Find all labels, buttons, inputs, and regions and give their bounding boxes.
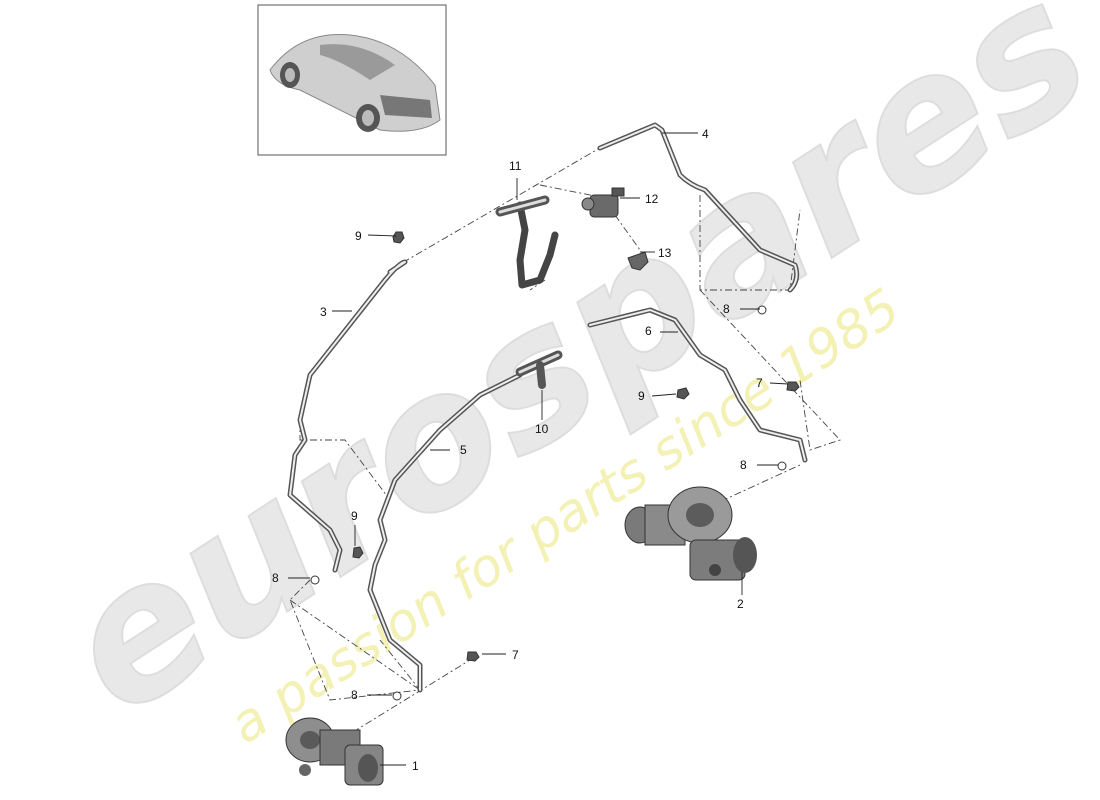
- bolt-9-mid: [676, 387, 690, 400]
- callout-13: 13: [658, 246, 672, 260]
- callout-5: 5: [460, 443, 467, 457]
- car-thumbnail-icon: [269, 33, 441, 132]
- watermark: eurospares a passion for parts since 198…: [25, 0, 1100, 758]
- clip-8-c: [310, 575, 320, 585]
- callout-1: 1: [412, 759, 419, 773]
- bolt-7-right: [786, 381, 800, 392]
- callout-3: 3: [320, 305, 327, 319]
- callout-11: 11: [509, 159, 522, 173]
- callout-8-d: 8: [351, 688, 358, 702]
- callout-9-top: 9: [355, 229, 362, 243]
- callout-7-low: 7: [512, 648, 519, 662]
- turbocharger-2: [624, 486, 757, 581]
- callout-12: 12: [645, 192, 659, 206]
- bracket-13: [627, 251, 649, 271]
- callouts: 4 11 12 13 9 3 8 6 7 9 10 5 8 9 8 2 7 8 …: [272, 127, 763, 773]
- callout-8-b: 8: [740, 458, 747, 472]
- pipes: [287, 122, 808, 693]
- clip-8-d: [392, 691, 402, 701]
- valve-12: [581, 187, 625, 218]
- bolt-9-top: [392, 231, 405, 244]
- callout-8-a: 8: [723, 302, 730, 316]
- callout-9-mid: 9: [638, 389, 645, 403]
- callout-6: 6: [645, 324, 652, 338]
- clip-8-a: [757, 305, 767, 315]
- callout-leaders: [288, 132, 789, 766]
- turbocharger-1: [285, 717, 384, 786]
- tee-11-hose: [516, 201, 559, 289]
- callout-10: 10: [535, 422, 549, 436]
- callout-4: 4: [702, 127, 709, 141]
- callout-7-right: 7: [756, 376, 763, 390]
- callout-2: 2: [737, 597, 744, 611]
- callout-9-low: 9: [351, 509, 358, 523]
- clip-8-b: [777, 461, 787, 471]
- watermark-brand: eurospares: [26, 0, 1100, 757]
- bolt-9-low: [352, 546, 364, 559]
- callout-8-c: 8: [272, 571, 279, 585]
- car-thumbnail: [257, 4, 447, 156]
- bolt-7-low: [466, 651, 480, 662]
- small-parts: [310, 187, 800, 701]
